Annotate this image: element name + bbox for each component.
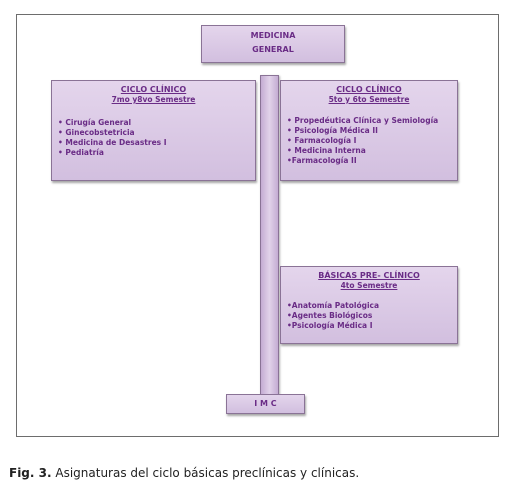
list-item: • Medicina de Desastres I <box>58 138 167 147</box>
list-item: • Farmacología I <box>287 136 357 145</box>
list-item: • Pediatría <box>58 148 104 157</box>
list-item: •Farmacología II <box>287 156 357 165</box>
left-box-ciclo-clinico: CICLO CLÍNICO 7mo y8vo Semestre • Cirugí… <box>51 80 256 181</box>
base-box-label: I M C <box>254 399 277 408</box>
caption-text: Asignaturas del ciclo básicas preclínica… <box>51 466 360 480</box>
list-item: •Psicología Médica I <box>287 321 373 330</box>
right-box-items: • Propedéutica Clínica y Semiología • Ps… <box>287 116 457 166</box>
top-box-line1: MEDICINA <box>250 31 296 40</box>
left-box-subtitle: 7mo y8vo Semestre <box>111 95 196 104</box>
base-box-imc: I M C <box>226 394 305 414</box>
list-item: • Propedéutica Clínica y Semiología <box>287 116 439 125</box>
right-box-ciclo-clinico: CICLO CLÍNICO 5to y 6to Semestre • Prope… <box>280 80 458 181</box>
lower-box-title: BÁSICAS PRE- CLÍNICO <box>318 271 420 280</box>
top-box-medicina-general: MEDICINA GENERAL <box>201 25 345 63</box>
figure-caption: Fig. 3. Asignaturas del ciclo básicas pr… <box>9 466 359 480</box>
list-item: •Agentes Biológicos <box>287 311 373 320</box>
lower-box-basicas-pre-clinico: BÁSICAS PRE- CLÍNICO 4to Semestre •Anato… <box>280 266 458 344</box>
lower-box-items: •Anatomía Patológica •Agentes Biológicos… <box>287 301 457 331</box>
signpost-pole <box>260 75 279 397</box>
list-item: • Psicología Médica II <box>287 126 378 135</box>
list-item: • Ginecobstetricia <box>58 128 135 137</box>
left-box-items: • Cirugía General • Ginecobstetricia • M… <box>58 118 255 158</box>
right-box-title: CICLO CLÍNICO <box>336 85 402 94</box>
figure-frame <box>16 14 499 437</box>
lower-box-subtitle: 4to Semestre <box>340 281 398 290</box>
top-box-line2: GENERAL <box>252 45 294 54</box>
list-item: •Anatomía Patológica <box>287 301 380 310</box>
caption-label: Fig. 3. <box>9 466 52 480</box>
left-box-title: CICLO CLÍNICO <box>120 85 187 94</box>
right-box-subtitle: 5to y 6to Semestre <box>328 95 410 104</box>
list-item: • Medicina Interna <box>287 146 366 155</box>
list-item: • Cirugía General <box>58 118 132 127</box>
